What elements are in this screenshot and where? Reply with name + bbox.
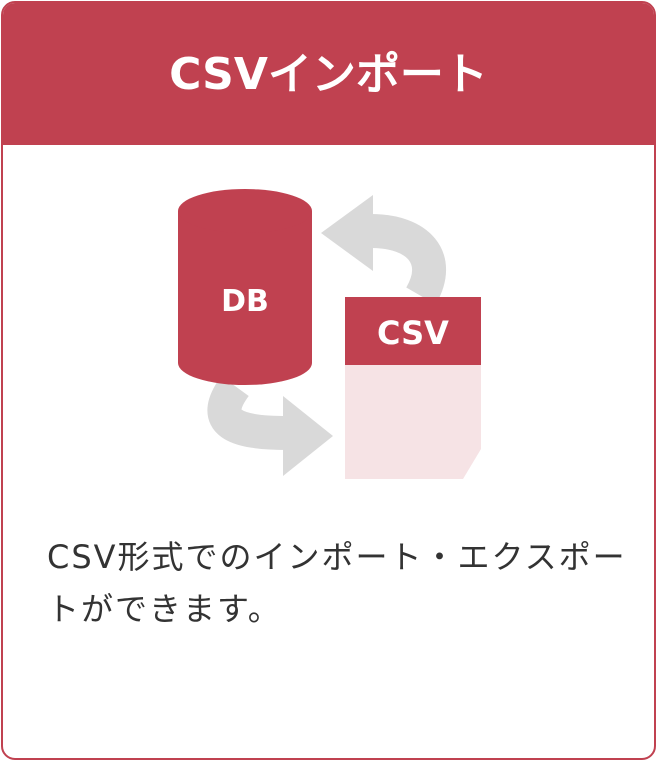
import-arrow-icon [321, 195, 446, 305]
card-header: CSVインポート [3, 3, 654, 145]
card-title: CSVインポート [169, 49, 488, 100]
database-icon: DB [178, 189, 312, 385]
database-label: DB [221, 284, 269, 319]
card-description: CSV形式でのインポート・エクスポートができます。 [47, 538, 627, 628]
csv-file-icon: CSV [345, 297, 481, 479]
export-arrow-icon [207, 375, 333, 476]
file-label: CSV [377, 314, 449, 352]
